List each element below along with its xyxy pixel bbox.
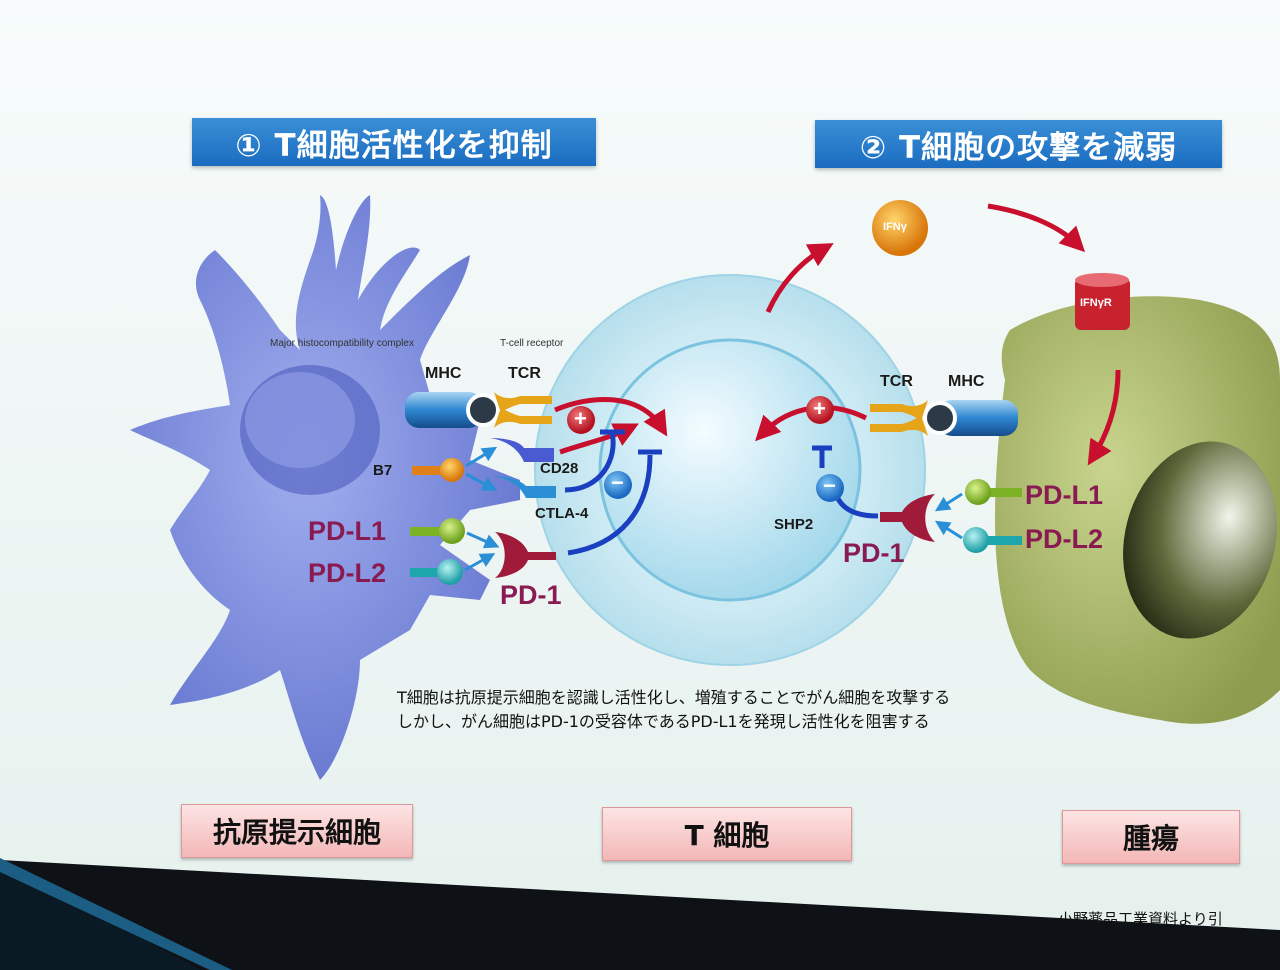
pdl-left-molecules bbox=[410, 518, 556, 585]
heading-weaken-attack: ② T細胞の攻撃を減弱 bbox=[815, 120, 1222, 168]
minus-sign-left: − bbox=[611, 470, 624, 495]
pdl2-left-label: PD-L2 bbox=[308, 558, 387, 588]
ifng-loop bbox=[765, 200, 1130, 466]
screen-edge-stripe bbox=[0, 858, 232, 970]
ifng-ball bbox=[872, 200, 928, 256]
tcr-left-molecule bbox=[494, 392, 552, 428]
right-signals bbox=[755, 396, 879, 519]
tcr-left-label: TCR bbox=[508, 365, 541, 382]
pd1-right-molecule bbox=[880, 494, 935, 542]
mhc-right-label: MHC bbox=[948, 373, 985, 390]
pdl2-right-label: PD-L2 bbox=[1025, 524, 1104, 554]
tumor-cell bbox=[995, 296, 1280, 724]
antigen-presenting-cell bbox=[130, 195, 520, 780]
cd28-label: CD28 bbox=[540, 460, 579, 477]
tcr-right-label: TCR bbox=[880, 373, 913, 390]
caption-line-2: しかし、がん細胞はPD-1の受容体であるPD-L1を発現し活性化を阻害する bbox=[397, 712, 930, 731]
pd1-left-label: PD-1 bbox=[500, 580, 562, 610]
tcr-full-name: T-cell receptor bbox=[500, 338, 564, 349]
source-credit: 小野薬品工業資料より引 bbox=[1058, 910, 1223, 928]
ifngr-label: IFNγR bbox=[1080, 297, 1112, 309]
tcr-right-molecule bbox=[870, 400, 928, 436]
ifng-label: IFNγ bbox=[883, 221, 907, 233]
mhc-left-molecule bbox=[405, 392, 500, 428]
mhc-full-name: Major histocompatibility complex bbox=[270, 338, 414, 349]
pd1-right-label: PD-1 bbox=[843, 538, 905, 568]
b7-label: B7 bbox=[373, 462, 393, 479]
left-signals bbox=[554, 396, 668, 556]
ctla4-label: CTLA-4 bbox=[535, 505, 589, 522]
pdl-right-molecules bbox=[934, 479, 1022, 553]
mhc-left-label: MHC bbox=[425, 365, 462, 382]
t-cell bbox=[534, 274, 926, 666]
ifngr-receptor bbox=[1075, 278, 1130, 330]
minus-sign-right: − bbox=[823, 473, 836, 498]
tcell-name-box: T 細胞 bbox=[602, 807, 852, 861]
tumor-nucleus bbox=[1123, 441, 1277, 639]
mhc-right-molecule bbox=[923, 400, 1018, 436]
b7-cd28-ctla4 bbox=[412, 438, 556, 498]
plus-sign-left: + bbox=[574, 406, 587, 431]
plus-sign-right: + bbox=[813, 396, 826, 421]
shp2-label: SHP2 bbox=[774, 516, 814, 533]
tumor-name-box: 腫瘍 bbox=[1062, 810, 1240, 864]
pdl1-right-label: PD-L1 bbox=[1025, 480, 1104, 510]
pdl1-left-label: PD-L1 bbox=[308, 516, 387, 546]
apc-name-box: 抗原提示細胞 bbox=[181, 804, 413, 858]
caption-line-1: T細胞は抗原提示細胞を認識し活性化し、増殖することでがん細胞を攻撃する bbox=[397, 688, 951, 707]
heading-suppress-activation: ① T細胞活性化を抑制 bbox=[192, 118, 596, 166]
